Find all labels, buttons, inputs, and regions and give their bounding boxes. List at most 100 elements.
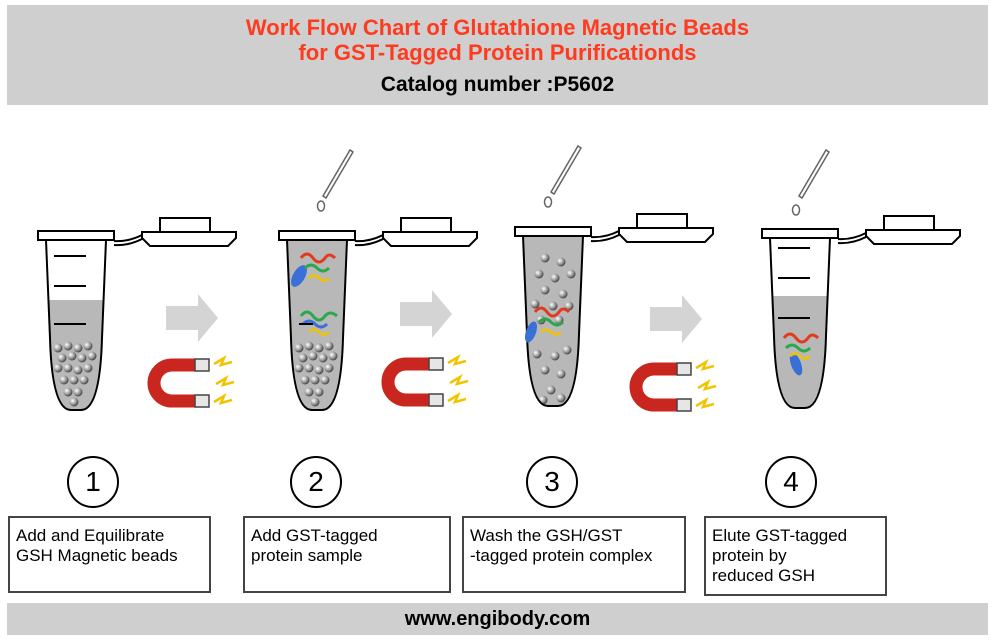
page-title-line-1: Work Flow Chart of Glutathione Magnetic … (245, 15, 750, 40)
arrow-right-icon (166, 294, 218, 342)
bead-icon (304, 341, 314, 351)
bead-icon (304, 387, 314, 397)
lightning-icon (213, 392, 233, 405)
bead-icon (294, 363, 304, 373)
bead-icon (540, 253, 550, 263)
step-number-4: 4 (765, 456, 817, 508)
step-number-2: 2 (290, 456, 342, 508)
gst-protein-icon (291, 252, 337, 287)
step-text-line: Add GST-tagged (251, 526, 378, 545)
bead-icon (318, 353, 328, 363)
arrow-right-icon (400, 290, 452, 338)
bead-icon (566, 269, 576, 279)
bead-icon (73, 387, 83, 397)
lightning-icon (697, 378, 717, 391)
magnetic-beads (530, 253, 576, 405)
bead-icon (556, 369, 566, 379)
header-banner: Work Flow Chart of Glutathione Magnetic … (7, 5, 988, 105)
gst-protein-icon (782, 332, 820, 376)
step-text-line: GSH Magnetic beads (16, 546, 178, 565)
bead-icon (548, 301, 558, 311)
magnetic-beads (294, 341, 338, 407)
step-text-line: Add and Equilibrate (16, 526, 165, 545)
bead-icon (314, 387, 324, 397)
website-url: www.engibody.com (404, 608, 591, 630)
lightning-icon (695, 396, 715, 409)
bead-icon (298, 353, 308, 363)
lightning-icon (695, 358, 715, 371)
bead-icon (564, 301, 574, 311)
bead-icon (324, 363, 334, 373)
footer-banner: www.engibody.com (7, 603, 988, 635)
bead-icon (324, 341, 334, 351)
bead-icon (69, 375, 79, 385)
catalog-number: Catalog number :P5602 (380, 73, 615, 96)
bead-icon (294, 343, 304, 353)
bead-icon (320, 375, 330, 385)
bead-icon (73, 365, 83, 375)
lightning-icon (447, 391, 467, 404)
bead-icon (534, 269, 544, 279)
magnet-icon (629, 358, 717, 412)
tube-step-3 (514, 213, 714, 407)
magnetic-beads (53, 341, 97, 407)
bead-icon (63, 363, 73, 373)
bead-icon (532, 349, 542, 359)
magnet-icon (381, 353, 469, 407)
step-description-2: Add GST-tagged protein sample (243, 516, 451, 593)
bead-icon (550, 273, 560, 283)
bead-icon (530, 299, 540, 309)
step-description-3: Wash the GSH/GST -tagged protein complex (462, 516, 686, 593)
gst-protein-icon (524, 306, 571, 343)
bead-icon (63, 341, 73, 351)
step-number-1: 1 (67, 456, 119, 508)
bead-icon (556, 257, 566, 267)
bead-icon (558, 289, 568, 299)
step-description-1: Add and Equilibrate GSH Magnetic beads (8, 516, 211, 593)
lightning-icon (215, 374, 235, 387)
bead-icon (546, 385, 556, 395)
gst-protein-icon (299, 310, 338, 336)
bead-icon (310, 375, 320, 385)
step-text-line: protein by (712, 546, 787, 565)
tube-step-2 (278, 217, 478, 411)
bead-icon (556, 393, 566, 403)
lightning-icon (447, 353, 467, 366)
droplet-icon (791, 204, 801, 216)
bead-icon (77, 353, 87, 363)
bead-icon (304, 363, 314, 373)
bead-icon (79, 375, 89, 385)
magnet-icon (147, 354, 235, 408)
tube-step-4 (761, 215, 961, 409)
pipette-icon (791, 148, 831, 216)
pipette-icon (316, 148, 355, 212)
bead-icon (300, 375, 310, 385)
liquid (523, 236, 583, 406)
bead-icon (328, 351, 338, 361)
bead-icon (83, 341, 93, 351)
bead-icon (314, 343, 324, 353)
step-text-line: Wash the GSH/GST (470, 526, 623, 545)
bead-icon (540, 285, 550, 295)
droplet-icon (316, 200, 326, 212)
bead-icon (540, 365, 550, 375)
tube-cap (141, 231, 237, 247)
bead-icon (69, 397, 79, 407)
bead-icon (83, 363, 93, 373)
droplet-icon (543, 196, 553, 208)
bead-icon (63, 387, 73, 397)
bead-icon (87, 351, 97, 361)
pipette-icon (543, 144, 583, 208)
step-text-line: Elute GST-tagged (712, 526, 848, 545)
bead-icon (550, 351, 560, 361)
step-text-line: reduced GSH (712, 566, 815, 585)
bead-icon (57, 353, 67, 363)
step-number-3: 3 (526, 456, 578, 508)
bead-icon (308, 351, 318, 361)
arrow-right-icon (650, 295, 702, 343)
lightning-icon (449, 373, 469, 386)
bead-icon (73, 343, 83, 353)
bead-icon (310, 397, 320, 407)
step-text-line: protein sample (251, 546, 363, 565)
